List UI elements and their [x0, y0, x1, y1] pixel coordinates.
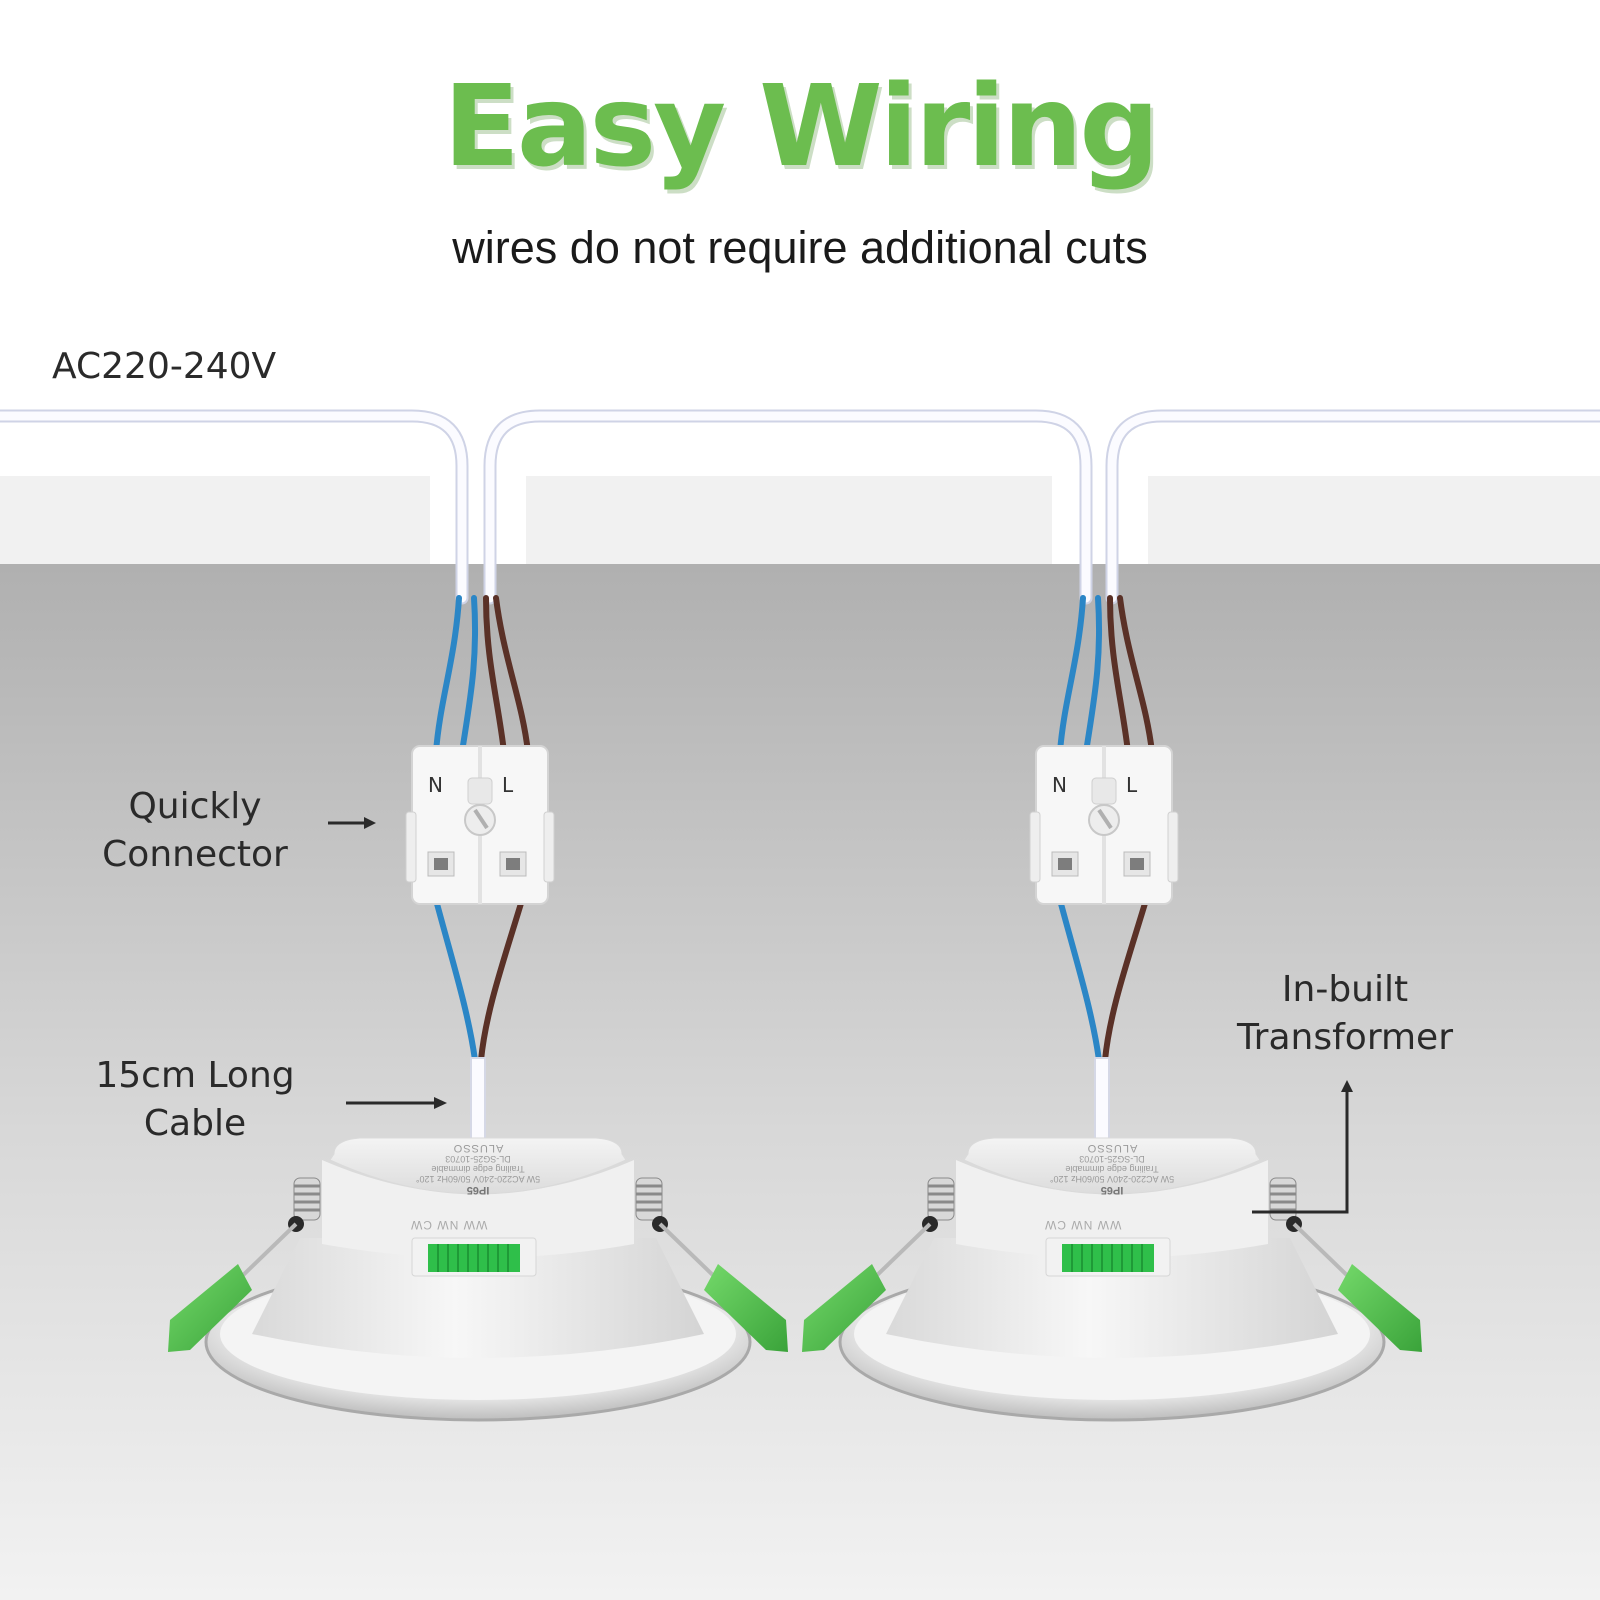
supply-cables: [0, 409, 1600, 605]
callout-transformer-line1: In-built: [1281, 969, 1409, 1010]
product-label-left: IP65 5W AC220-240V 50/60Hz 120° Trailing…: [388, 1142, 568, 1196]
ceiling-panel-middle: [526, 476, 1052, 566]
label-model-left: DL-SG25-10703: [445, 1154, 511, 1164]
ceiling-panel-right: [1148, 476, 1600, 566]
label-model-right: DL-SG25-10703: [1079, 1154, 1145, 1164]
ceiling-panel-left: [0, 476, 430, 566]
quick-connector-left: [405, 745, 555, 905]
label-brand-right: ALUSSO: [1086, 1142, 1138, 1154]
product-label-right: IP65 5W AC220-240V 50/60Hz 120° Trailing…: [1022, 1142, 1202, 1196]
terminal-l-left: L: [502, 773, 514, 797]
transformer-arrow: [1252, 1090, 1349, 1214]
callout-transformer: In-built Transformer: [1185, 966, 1505, 1062]
terminal-n-left: N: [428, 773, 443, 797]
cct-selector-label-right: WW NW CW: [1044, 1218, 1122, 1232]
downlight-right: [802, 1137, 1422, 1422]
label-ip-left: IP65: [466, 1184, 490, 1196]
label-dimming-right: Trailing edge dimmable: [1065, 1164, 1159, 1174]
label-rating-left: 5W AC220-240V 50/60Hz 120°: [415, 1174, 541, 1184]
callout-long-cable: 15cm Long Cable: [70, 1052, 320, 1148]
wires-right: [1057, 595, 1155, 1063]
callout-long-cable-line2: Cable: [143, 1103, 247, 1144]
terminal-l-right: L: [1126, 773, 1138, 797]
label-brand-left: ALUSSO: [452, 1142, 504, 1154]
page-subtitle: wires do not require additional cuts: [452, 222, 1148, 273]
supply-voltage-label: AC220-240V: [52, 346, 277, 387]
downlight-left: [168, 1137, 788, 1422]
cct-selector-label-left: WW NW CW: [410, 1218, 488, 1232]
background-top: [0, 0, 1600, 565]
terminal-n-right: N: [1052, 773, 1067, 797]
quick-connector-right: [1029, 745, 1179, 905]
callout-quick-connector-line2: Connector: [102, 834, 288, 875]
label-ip-right: IP65: [1100, 1184, 1124, 1196]
short-cable-right: [1094, 1057, 1110, 1143]
callout-long-cable-line1: 15cm Long: [95, 1055, 295, 1096]
callout-transformer-line2: Transformer: [1236, 1017, 1454, 1058]
ceiling-surface: [0, 564, 1600, 1600]
callout-quick-connector-line1: Quickly: [128, 786, 262, 827]
callout-quick-connector: Quickly Connector: [70, 783, 320, 879]
callout-arrows: [328, 817, 1353, 1214]
short-cable-left: [470, 1057, 486, 1143]
label-dimming-left: Trailing edge dimmable: [431, 1164, 525, 1174]
page-title: Easy Wiring: [443, 62, 1159, 192]
wires-left: [433, 595, 531, 1063]
label-rating-right: 5W AC220-240V 50/60Hz 120°: [1049, 1174, 1175, 1184]
